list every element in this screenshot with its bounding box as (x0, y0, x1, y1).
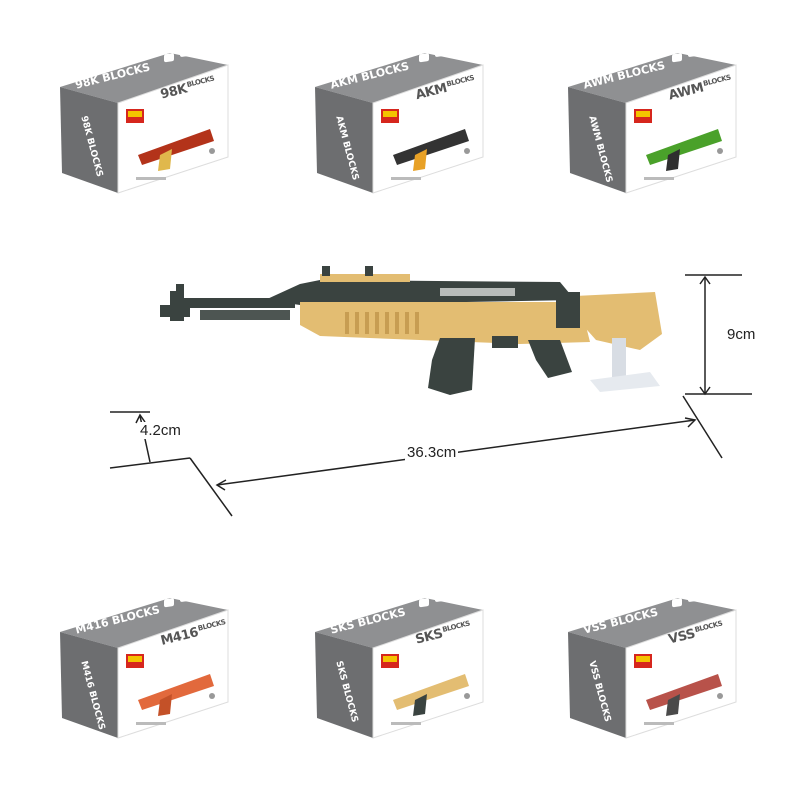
box-detail (136, 177, 166, 180)
box-top (568, 598, 736, 648)
box-gun-illustration (646, 129, 722, 165)
box-side (568, 87, 626, 193)
box-detail (419, 53, 429, 63)
box-detail (413, 149, 427, 171)
length-dimension-label: 36.3cm (405, 444, 459, 461)
box-detail (196, 42, 206, 52)
box-detail (451, 42, 461, 52)
box-detail (717, 693, 723, 699)
box-detail (451, 587, 461, 597)
box-detail (704, 587, 714, 597)
box-gun-illustration (138, 674, 214, 710)
box-detail (209, 148, 215, 154)
box-detail (180, 592, 190, 602)
box-detail (383, 656, 397, 662)
width-dimension-label: 4.2cm (138, 422, 183, 439)
box-top (60, 598, 228, 648)
box-drawing (568, 587, 737, 739)
box-detail (435, 592, 445, 602)
box-detail (666, 694, 680, 716)
box-detail (464, 693, 470, 699)
box-detail (688, 592, 698, 602)
box-detail (636, 656, 650, 662)
box-detail (644, 722, 674, 725)
box-detail (704, 42, 714, 52)
box-gun-illustration (393, 674, 469, 710)
sks-rifle-model (160, 266, 662, 395)
box-drawing (60, 587, 229, 739)
box-side (60, 87, 118, 193)
box-gun-illustration (646, 674, 722, 710)
box-top (315, 598, 483, 648)
box-detail (128, 656, 142, 662)
box-side (315, 87, 373, 193)
box-top (568, 53, 736, 103)
box-detail (136, 722, 166, 725)
box-detail (688, 47, 698, 57)
box-side (315, 632, 373, 738)
box-detail (128, 111, 142, 117)
box-drawing (315, 42, 484, 194)
box-gun-illustration (393, 129, 469, 165)
box-detail (636, 111, 650, 117)
box-detail (158, 149, 172, 171)
box-detail (672, 53, 682, 63)
box-drawing (568, 42, 737, 194)
height-dimension-label: 9cm (725, 326, 758, 343)
box-side (60, 632, 118, 738)
box-detail (209, 693, 215, 699)
box-top (315, 53, 483, 103)
box-detail (717, 148, 723, 154)
box-detail (164, 598, 174, 608)
box-detail (164, 53, 174, 63)
box-detail (672, 598, 682, 608)
box-detail (180, 47, 190, 57)
box-detail (391, 177, 421, 180)
box-drawing (60, 42, 229, 194)
box-detail (666, 149, 680, 171)
box-detail (644, 177, 674, 180)
box-detail (196, 587, 206, 597)
box-detail (383, 111, 397, 117)
box-top (60, 53, 228, 103)
box-detail (391, 722, 421, 725)
box-drawing (315, 587, 484, 739)
box-detail (464, 148, 470, 154)
box-detail (158, 694, 172, 716)
box-detail (435, 47, 445, 57)
box-detail (413, 694, 427, 716)
box-side (568, 632, 626, 738)
box-gun-illustration (138, 129, 214, 165)
box-detail (419, 598, 429, 608)
